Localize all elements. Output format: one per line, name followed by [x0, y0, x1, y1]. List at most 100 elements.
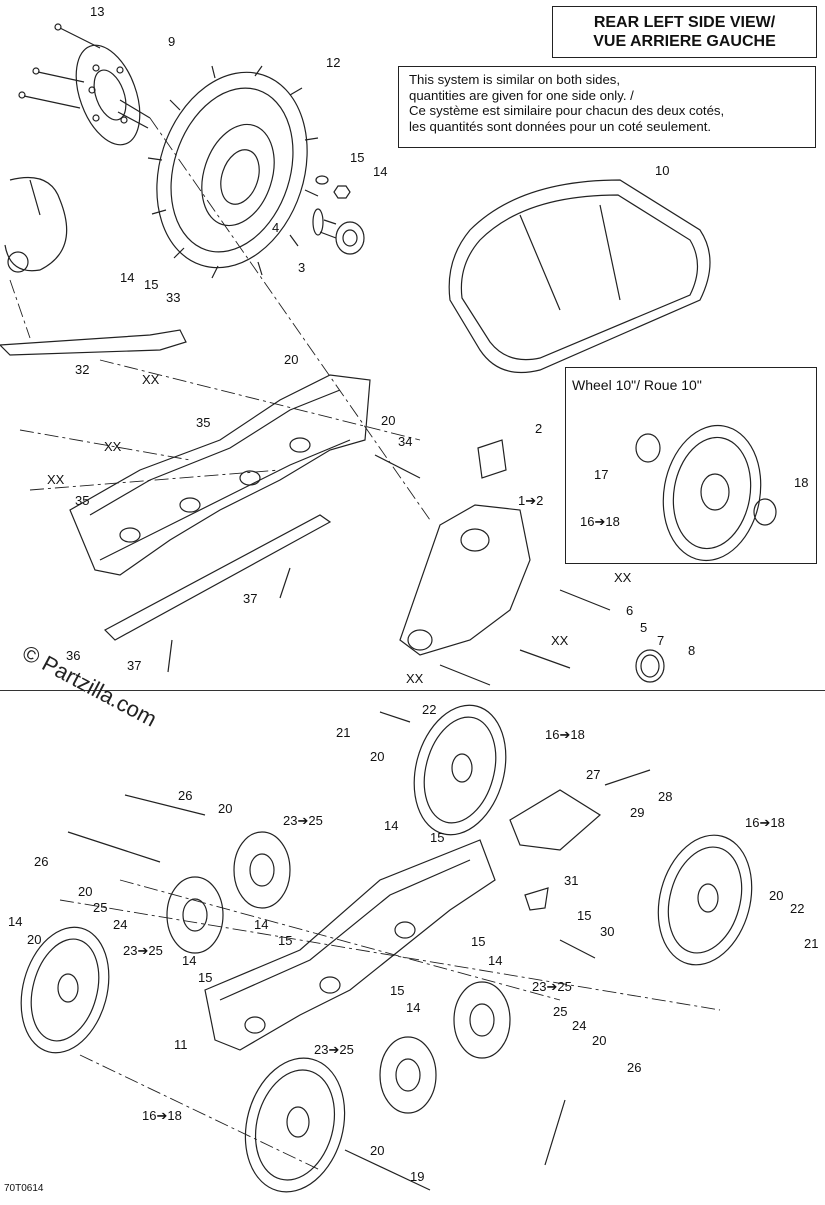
callout: 12 [326, 55, 340, 70]
wheel-10-inch-drawing [635, 424, 777, 562]
callout: 3 [298, 260, 305, 275]
callout: 30 [600, 924, 614, 939]
note-line: Ce système est similaire pour chacun des… [409, 103, 725, 118]
callout: 33 [166, 290, 180, 305]
callout: 11 [174, 1037, 188, 1052]
bearing-3 [319, 219, 365, 255]
view-title-fr: VUE ARRIERE GAUCHE [593, 33, 776, 50]
callout: 27 [586, 767, 600, 782]
drive-sprocket-drawing [147, 65, 319, 279]
callout: 16➔18 [580, 514, 620, 529]
callout: 36 [66, 648, 80, 663]
axle-bolts [67, 711, 651, 1191]
note-box: This system is similar on both sides, qu… [398, 66, 816, 148]
rear-arm-drawing [0, 176, 187, 356]
sticker-2 [477, 439, 507, 479]
callout: XX [142, 372, 160, 387]
callout: 21 [804, 936, 818, 951]
callout: 7 [657, 633, 664, 648]
callout: 1➔2 [518, 493, 543, 508]
axle-bracket-27 [509, 789, 602, 851]
cap-8 [635, 649, 665, 683]
callout: 5 [640, 620, 647, 635]
assembly-lines-lower [59, 879, 721, 1171]
callout: 15 [144, 277, 158, 292]
screws-37 [167, 567, 291, 673]
note-line: quantities are given for one side only. … [409, 87, 634, 103]
callout: 6 [626, 603, 633, 618]
callout: 16➔18 [545, 727, 585, 742]
callout: 20 [370, 1143, 384, 1158]
callout: 29 [630, 805, 644, 820]
callout: 20 [592, 1033, 606, 1048]
callout: 13 [90, 4, 104, 19]
view-title-en: REAR LEFT SIDE VIEW/ [593, 14, 776, 31]
callout: 24 [572, 1018, 586, 1033]
callout: 37 [127, 658, 141, 673]
callout: 22 [790, 901, 804, 916]
callout: 20 [78, 884, 92, 899]
drawing-code: 70T0614 [4, 1183, 44, 1194]
wheel-bottom [244, 1057, 346, 1193]
pivot-arm-11 [204, 839, 496, 1051]
callout: 8 [688, 643, 695, 658]
callout: 20 [218, 801, 232, 816]
callout: 20 [284, 352, 298, 367]
callout: 16➔18 [745, 815, 785, 830]
note-line: les quantités sont données pour un coté … [409, 118, 712, 134]
callout: 35 [75, 493, 89, 508]
bolts-XX-upper [374, 454, 611, 686]
view-title-box: REAR LEFT SIDE VIEW/ VUE ARRIERE GAUCHE [552, 6, 817, 58]
callout: 14 [120, 270, 134, 285]
callout: 15 [350, 150, 364, 165]
callout: XX [104, 439, 122, 454]
callout: 26 [34, 854, 48, 869]
note-line: This system is similar on both sides, [409, 72, 621, 87]
wheel-upper-right [413, 704, 507, 836]
wheel-inset-box [565, 367, 817, 564]
callout: 15 [390, 983, 404, 998]
circlip-4 [312, 208, 324, 236]
callout: 15 [577, 908, 591, 923]
callout: 15 [471, 934, 485, 949]
callout: 23➔25 [532, 979, 572, 994]
callout: 17 [594, 467, 608, 482]
callout: 16➔18 [142, 1108, 182, 1123]
callout: 14 [8, 914, 22, 929]
callout: 35 [196, 415, 210, 430]
slide-rail-36 [104, 514, 332, 641]
callout: 25 [93, 900, 107, 915]
callout: 31 [564, 873, 578, 888]
callout: 24 [113, 917, 127, 932]
callout: 10 [655, 163, 669, 178]
callout: 20 [769, 888, 783, 903]
section-divider [0, 690, 825, 691]
callout: 28 [658, 789, 672, 804]
callout: 20 [27, 932, 41, 947]
callout: 9 [168, 34, 175, 49]
callout: 20 [370, 749, 384, 764]
idler-wheels-23-25 [166, 831, 511, 1114]
callout: XX [551, 633, 569, 648]
callout: XX [406, 671, 424, 686]
callout: 15 [198, 970, 212, 985]
nut-washer-14-15 [315, 175, 351, 199]
wheel-inset-title: Wheel 10"/ Roue 10" [572, 377, 702, 393]
callout: 14 [384, 818, 398, 833]
callout: 14 [254, 917, 268, 932]
callout: XX [47, 472, 65, 487]
callout: 18 [794, 475, 808, 490]
callout: 14 [406, 1000, 420, 1015]
assembly-lines-upper [9, 117, 431, 521]
callout: 14 [373, 164, 387, 179]
callout: 22 [422, 702, 436, 717]
callout: 20 [381, 413, 395, 428]
bolts-13 [18, 23, 101, 109]
callout: 23➔25 [314, 1042, 354, 1057]
callout: 2 [535, 421, 542, 436]
wheel-left [20, 926, 110, 1054]
callout: 15 [430, 830, 444, 845]
callout: 19 [410, 1169, 424, 1184]
